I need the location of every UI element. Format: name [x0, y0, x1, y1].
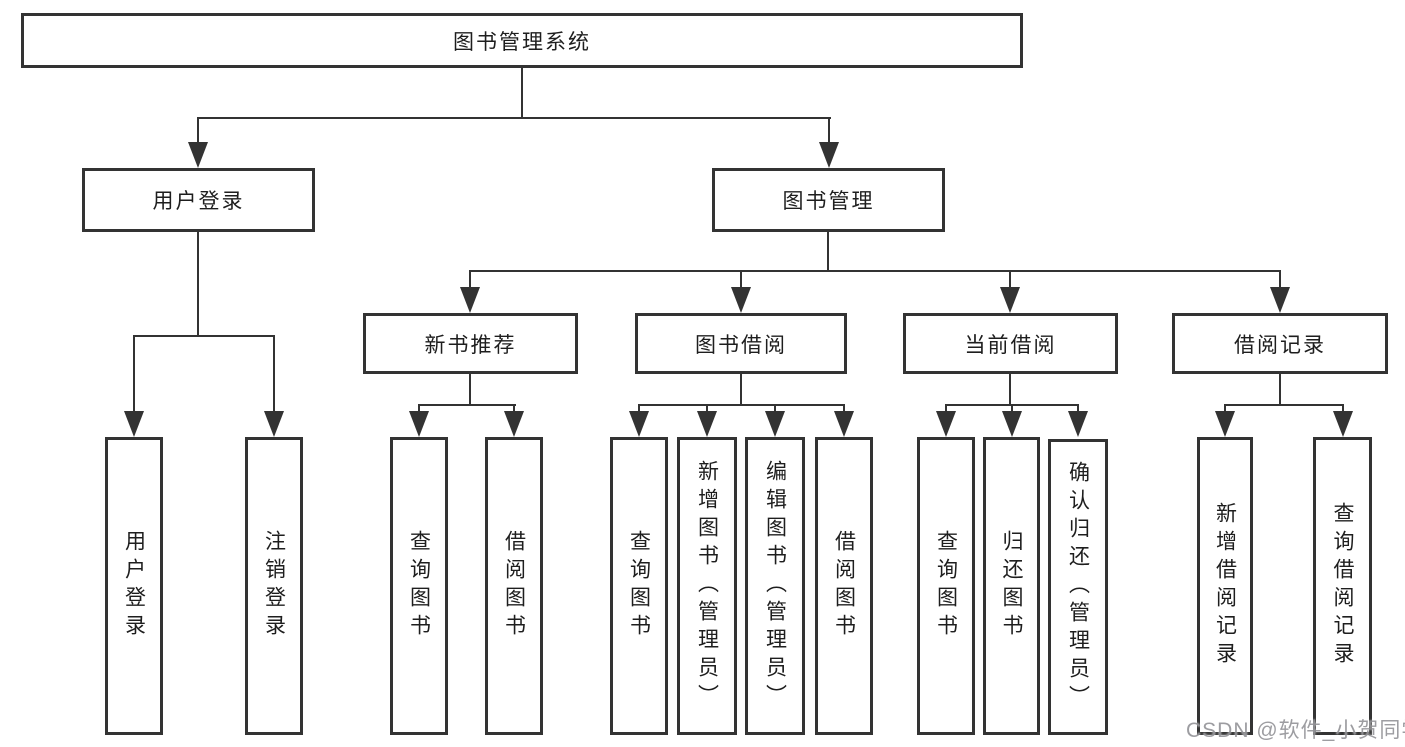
leaf-query-books: 查询图书 [917, 437, 975, 735]
connector-line [740, 270, 742, 289]
arrow-down-icon [409, 411, 429, 437]
leaf-query-books: 查询图书 [610, 437, 668, 735]
leaf-add-books-admin: 新增图书（管理员） [677, 437, 737, 735]
node-user-login: 用户登录 [82, 168, 315, 232]
connector-line [945, 404, 947, 413]
connector-line [827, 232, 829, 272]
node-book-management: 图书管理 [712, 168, 945, 232]
node-label: 新增图书（管理员） [695, 460, 719, 712]
connector-line [638, 404, 845, 406]
connector-line [469, 270, 471, 289]
node-label: 用户登录 [152, 190, 245, 213]
arrow-down-icon [834, 411, 854, 437]
node-label: 查询图书 [407, 530, 431, 642]
leaf-borrow-books: 借阅图书 [815, 437, 873, 735]
node-label: 图书管理 [782, 190, 875, 213]
node-book-borrowing: 图书借阅 [635, 313, 847, 374]
arrow-down-icon [697, 411, 717, 437]
csdn-watermark: CSDN @软件_小贺同学 [1186, 719, 1405, 742]
arrow-down-icon [1000, 287, 1020, 313]
node-label: 用户登录 [122, 530, 146, 642]
connector-line [1009, 270, 1011, 289]
arrow-down-icon [504, 411, 524, 437]
connector-line [469, 374, 471, 406]
connector-line [513, 404, 515, 413]
connector-line [774, 404, 776, 413]
leaf-logout: 注销登录 [245, 437, 303, 735]
connector-line [1224, 404, 1226, 413]
arrow-down-icon [936, 411, 956, 437]
arrow-down-icon [1068, 411, 1088, 437]
connector-line [197, 117, 199, 144]
connector-line [273, 335, 275, 413]
connector-line [133, 335, 135, 413]
connector-line [1224, 404, 1343, 406]
leaf-borrow-books: 借阅图书 [485, 437, 543, 735]
connector-line [740, 374, 742, 406]
node-label: 新增借阅记录 [1213, 502, 1237, 670]
node-label: 查询图书 [627, 530, 651, 642]
node-label: 借阅图书 [502, 530, 526, 642]
connector-line [418, 404, 420, 413]
node-new-book-recommend: 新书推荐 [363, 313, 578, 374]
connector-line [469, 270, 1281, 272]
connector-line [1342, 404, 1344, 413]
connector-line [1279, 374, 1281, 406]
node-label: 当前借阅 [964, 333, 1057, 357]
arrow-down-icon [765, 411, 785, 437]
node-label: 归还图书 [1000, 530, 1023, 642]
arrow-down-icon [1270, 287, 1290, 313]
node-label: 查询借阅记录 [1331, 502, 1354, 670]
node-label: 借阅记录 [1234, 333, 1326, 357]
leaf-query-books: 查询图书 [390, 437, 448, 735]
node-current-borrowing: 当前借阅 [903, 313, 1118, 374]
connector-line [1009, 374, 1011, 406]
connector-line [197, 232, 199, 336]
arrow-down-icon [460, 287, 480, 313]
connector-line [843, 404, 845, 413]
node-label: 确认归还（管理员） [1066, 461, 1090, 713]
connector-line [197, 117, 831, 119]
connector-line [1077, 404, 1079, 413]
node-label: 编辑图书（管理员） [763, 460, 787, 712]
node-library-management-system: 图书管理系统 [21, 13, 1023, 68]
connector-line [1011, 404, 1013, 413]
arrow-down-icon [819, 142, 839, 168]
node-borrowing-records: 借阅记录 [1172, 313, 1388, 374]
node-label: 查询图书 [934, 530, 958, 642]
arrow-down-icon [1002, 411, 1022, 437]
connector-line [521, 68, 523, 118]
arrow-down-icon [188, 142, 208, 168]
leaf-add-borrow-record: 新增借阅记录 [1197, 437, 1253, 735]
node-label: 注销登录 [262, 530, 286, 642]
node-label: 新书推荐 [424, 333, 517, 357]
arrow-down-icon [1333, 411, 1353, 437]
arrow-down-icon [1215, 411, 1235, 437]
connector-line [638, 404, 640, 413]
connector-line [418, 404, 516, 406]
arrow-down-icon [731, 287, 751, 313]
node-label: 图书借阅 [695, 333, 787, 357]
leaf-user-login: 用户登录 [105, 437, 163, 735]
connector-line [706, 404, 708, 413]
node-label: 借阅图书 [832, 530, 856, 642]
node-label: 图书管理系统 [453, 30, 591, 54]
arrow-down-icon [124, 411, 144, 437]
arrow-down-icon [629, 411, 649, 437]
leaf-confirm-return-admin: 确认归还（管理员） [1048, 439, 1108, 735]
connector-line [1279, 270, 1281, 289]
leaf-query-borrow-record: 查询借阅记录 [1313, 437, 1372, 735]
connector-line [828, 117, 830, 144]
connector-line [133, 335, 275, 337]
leaf-edit-books-admin: 编辑图书（管理员） [745, 437, 805, 735]
arrow-down-icon [264, 411, 284, 437]
leaf-return-books: 归还图书 [983, 437, 1040, 735]
